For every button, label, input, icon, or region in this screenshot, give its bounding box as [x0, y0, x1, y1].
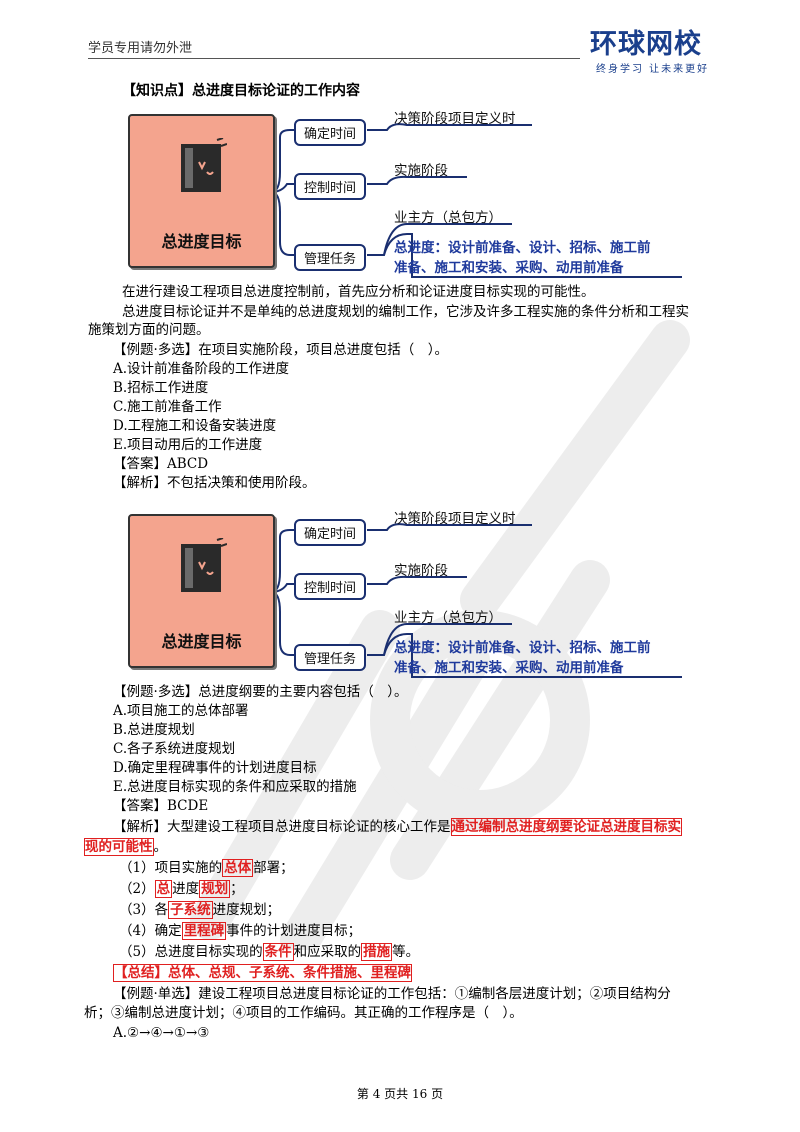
q2-item-2: （2）总进度规划；	[119, 880, 244, 899]
item-text: （3）各	[119, 902, 169, 918]
summary: 【总结】总体、总规、子系统、条件措施、里程碑	[113, 964, 412, 983]
q2-option-c: C.各子系统进度规划	[113, 741, 236, 757]
center-title: 总进度目标	[161, 232, 242, 251]
summary-text: 【总结】总体、总规、子系统、条件措施、里程碑	[113, 964, 412, 982]
branch-text-3: 业主方（总包方）	[394, 210, 502, 226]
header-divider	[88, 58, 580, 59]
q2-item-4: （4）确定里程碑事件的计划进度目标；	[119, 922, 361, 941]
node-management-task-2: 管理任务	[294, 644, 367, 671]
branch-blue-2b: 准备、施工和安装、采购、动用前准备	[394, 660, 624, 676]
mindmap-diagram-1: 总进度目标 确定时间 控制时间 管理任务 决策阶段项目定义时 实施阶段 业主方（…	[122, 111, 682, 280]
center-box: 总进度目标	[128, 114, 275, 268]
q2-analysis-end: 。	[153, 839, 168, 855]
branch-blue-1: 总进度：设计前准备、设计、招标、施工前	[394, 240, 651, 256]
node-management-task: 管理任务	[294, 244, 367, 271]
item-highlight: 条件	[262, 943, 294, 961]
watermark	[190, 320, 690, 950]
q2-answer: 【答案】BCDE	[113, 798, 209, 814]
page-number: 第 4 页共 16 页	[356, 1087, 444, 1101]
node-confirm-time: 确定时间	[294, 119, 367, 146]
branch-text-2b: 实施阶段	[394, 563, 448, 579]
q1-option-d: D.工程施工和设备安装进度	[113, 418, 277, 434]
branch-blue-2: 准备、施工和安装、采购、动用前准备	[394, 260, 624, 276]
q2-stem: 【例题·多选】总进度纲要的主要内容包括（ ）。	[113, 684, 408, 700]
center-title-2: 总进度目标	[161, 632, 242, 651]
logo: 环球网校 终身学习 让未来更好	[590, 30, 740, 82]
q1-option-c: C.施工前准备工作	[113, 399, 222, 415]
logo-sub: 终身学习 让未来更好	[596, 64, 710, 75]
q2-option-b: B.总进度规划	[113, 722, 195, 738]
q3-stem-line1: 【例题·单选】建设工程项目总进度目标论证的工作包括：①编制各层进度计划；②项目结…	[113, 986, 671, 1002]
item-text: 等。	[392, 944, 420, 960]
item-text: 进度规划；	[212, 902, 281, 918]
q3-stem-line2: 析；③编制总进度计划；④项目的工作编码。其正确的工作程序是（ ）。	[84, 1005, 523, 1021]
q2-analysis-line2: 现的可能性。	[84, 838, 167, 857]
q1-stem: 【例题·多选】在项目实施阶段，项目总进度包括（ ）。	[113, 342, 449, 358]
q1-option-b: B.招标工作进度	[113, 380, 209, 396]
q2-option-a: A.项目施工的总体部署	[113, 703, 249, 719]
node-control-time-2: 控制时间	[294, 573, 367, 600]
item-highlight: 总体	[222, 859, 254, 877]
item-highlight: 总	[154, 880, 173, 898]
item-text: 和应采取的	[293, 944, 362, 960]
item-text: 事件的计划进度目标；	[226, 923, 362, 939]
node-control-time: 控制时间	[294, 173, 367, 200]
paragraph-1: 在进行建设工程项目总进度控制前，首先应分析和论证进度目标实现的可能性。	[122, 284, 595, 300]
book-icon	[181, 538, 227, 592]
item-highlight: 措施	[361, 943, 393, 961]
q2-option-e: E.总进度目标实现的条件和应采取的措施	[113, 779, 357, 795]
item-highlight: 里程碑	[181, 922, 227, 940]
branch-text-1: 决策阶段项目定义时	[394, 111, 516, 127]
branch-text-1b: 决策阶段项目定义时	[394, 511, 516, 527]
branch-blue-1b: 总进度：设计前准备、设计、招标、施工前	[394, 640, 651, 656]
q2-analysis-line1: 【解析】大型建设工程项目总进度目标论证的核心工作是通过编制总进度纲要论证总进度目…	[113, 818, 682, 837]
q2-option-d: D.确定里程碑事件的计划进度目标	[113, 760, 317, 776]
paragraph-2: 总进度目标论证并不是单纯的总进度规划的编制工作，它涉及许多工程实施的条件分析和工…	[122, 304, 689, 320]
q1-answer: 【答案】ABCD	[113, 456, 209, 472]
item-text: 进度	[172, 881, 200, 897]
book-icon	[181, 138, 227, 192]
center-box-2: 总进度目标	[128, 514, 275, 668]
q2-item-3: （3）各子系统进度规划；	[119, 901, 280, 920]
header-confidential: 学员专用请勿外泄	[88, 41, 193, 56]
q2-analysis-highlight-1: 通过编制总进度纲要论证总进度目标实	[450, 818, 682, 836]
branch-text-3b: 业主方（总包方）	[394, 610, 502, 626]
q1-analysis: 【解析】不包括决策和使用阶段。	[113, 475, 316, 491]
item-text: ；	[230, 881, 244, 897]
paragraph-3: 施策划方面的问题。	[88, 322, 210, 338]
item-text: 部署；	[253, 860, 294, 876]
item-text: （4）确定	[119, 923, 182, 939]
item-highlight: 子系统	[168, 901, 213, 919]
q2-item-5: （5）总进度目标实现的条件和应采取的措施等。	[119, 943, 419, 962]
connector-lines	[270, 123, 682, 278]
q3-option-a: A.②→④→①→③	[113, 1025, 210, 1041]
q2-item-1: （1）项目实施的总体部署；	[119, 859, 294, 878]
mindmap-diagram-2: 总进度目标 确定时间 控制时间 管理任务 决策阶段项目定义时 实施阶段 业主方（…	[122, 511, 682, 680]
q2-analysis-prefix: 【解析】大型建设工程项目总进度目标论证的核心工作是	[113, 819, 451, 835]
q2-analysis-highlight-2: 现的可能性	[84, 838, 154, 856]
item-text: （5）总进度目标实现的	[119, 944, 263, 960]
branch-text-2: 实施阶段	[394, 163, 448, 179]
item-highlight: 规划	[199, 880, 231, 898]
item-text: （1）项目实施的	[119, 860, 223, 876]
q1-option-e: E.项目动用后的工作进度	[113, 437, 263, 453]
logo-main: 环球网校	[590, 29, 702, 60]
q1-option-a: A.设计前准备阶段的工作进度	[113, 361, 290, 377]
section-heading: 【知识点】总进度目标论证的工作内容	[122, 83, 360, 99]
item-text: （2）	[119, 881, 155, 897]
node-confirm-time-2: 确定时间	[294, 519, 367, 546]
